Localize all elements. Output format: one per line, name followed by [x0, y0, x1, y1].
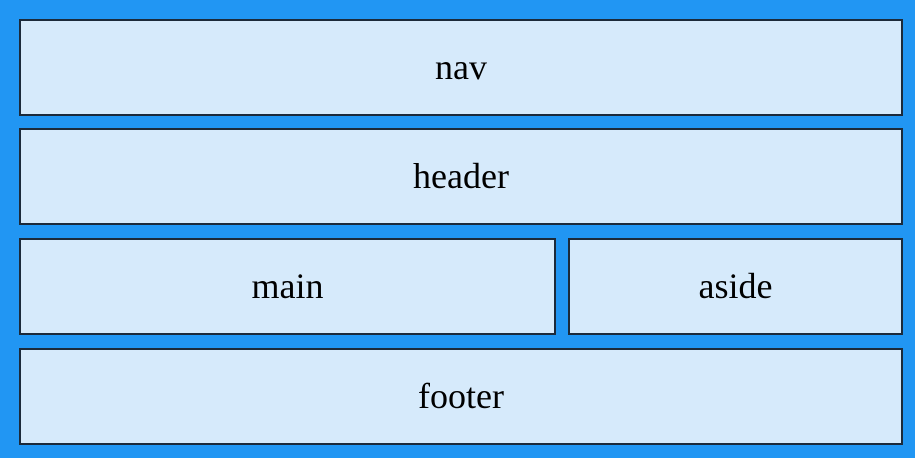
- header-label: header: [413, 155, 509, 196]
- aside-label: aside: [698, 265, 773, 306]
- nav-area: nav: [19, 19, 903, 116]
- main-area: main: [19, 238, 556, 335]
- main-label: main: [251, 265, 324, 306]
- nav-label: nav: [435, 46, 487, 87]
- aside-area: aside: [568, 238, 903, 335]
- footer-area: footer: [19, 348, 903, 445]
- header-area: header: [19, 128, 903, 225]
- footer-label: footer: [418, 375, 504, 416]
